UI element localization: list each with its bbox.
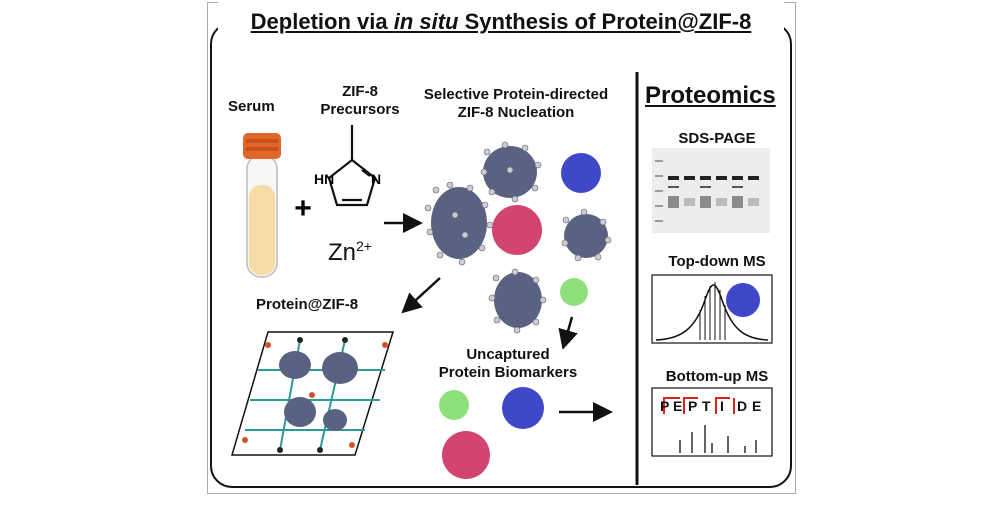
zn-charge: 2+ — [356, 238, 372, 254]
zif-coated-protein-4 — [488, 268, 547, 334]
peptide-sequence: P E P T I D E — [660, 398, 761, 414]
proteomics-header: Proteomics — [645, 82, 776, 109]
precursors-label: ZIF-8 Precursors — [320, 83, 400, 118]
title-part-2: Synthesis of Protein@ZIF-8 — [458, 9, 752, 34]
title-part-1: Depletion via — [250, 9, 394, 34]
protein-zif8-label: Protein@ZIF-8 — [256, 296, 359, 313]
bottomup-ms-spectrum — [651, 387, 773, 457]
peptide-letter-2: E — [673, 398, 682, 414]
peptide-letter-5: I — [720, 398, 724, 414]
figure-title: Depletion via in situ Synthesis of Prote… — [218, 2, 784, 42]
serum-label: Serum — [228, 98, 275, 115]
zif-coated-protein-2 — [480, 141, 542, 203]
peptide-letter-3: P — [688, 398, 697, 414]
bottomup-ms-label: Bottom-up MS — [665, 368, 769, 385]
topdown-ms-spectrum — [651, 274, 773, 344]
green-protein-free — [560, 278, 588, 306]
peptide-letter-7: E — [752, 398, 761, 414]
plus-sign: + — [294, 192, 312, 225]
pink-protein-free — [492, 205, 542, 255]
uncaptured-green-protein — [439, 390, 469, 420]
imidazole-n-label: N — [371, 171, 381, 187]
peptide-letter-6: D — [737, 398, 747, 414]
sds-page-label: SDS-PAGE — [678, 130, 756, 147]
arrow-to-uncaptured — [558, 316, 578, 350]
title-italic: in situ — [393, 9, 459, 34]
uncaptured-blue-protein — [502, 387, 544, 429]
topdown-protein-icon — [726, 283, 760, 317]
blue-protein-free — [561, 153, 601, 193]
zif-coated-protein-1 — [424, 181, 494, 266]
peptide-letter-1: P — [660, 398, 669, 414]
zif-coated-protein-3 — [561, 208, 612, 262]
methylimidazole-icon — [327, 125, 377, 207]
zinc-ion-label: Zn2+ — [328, 238, 372, 267]
uncaptured-pink-protein — [442, 431, 490, 479]
imidazole-nh-label: HN — [314, 171, 334, 187]
nucleation-label: Selective Protein-directed ZIF-8 Nucleat… — [423, 86, 609, 121]
sds-page-gel — [652, 148, 770, 233]
zn-symbol: Zn — [328, 239, 357, 266]
peptide-letter-4: T — [702, 398, 711, 414]
zif8-crystal-lattice — [230, 331, 395, 456]
serum-tube-icon — [243, 133, 281, 278]
arrow-to-protein-zif8 — [401, 277, 441, 314]
topdown-ms-label: Top-down MS — [668, 253, 766, 270]
uncaptured-label: Uncaptured Protein Biomarkers — [438, 346, 578, 381]
